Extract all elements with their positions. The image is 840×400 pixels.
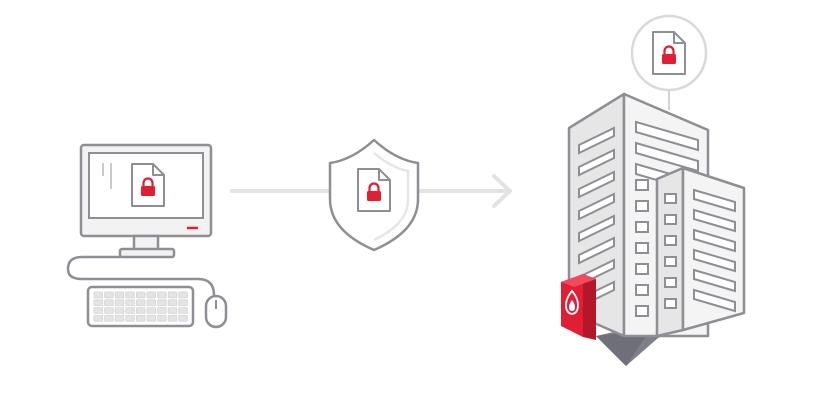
keyboard-key	[178, 291, 188, 299]
keyboard-key	[135, 307, 146, 314]
keyboard-key	[93, 291, 104, 299]
keyboard-key	[104, 307, 114, 314]
keyboard-key	[135, 291, 146, 299]
shield-icon	[328, 138, 420, 252]
building-window	[578, 192, 615, 221]
keyboard-key	[93, 307, 104, 314]
desktop-computer-icon	[66, 143, 228, 329]
building-window	[635, 284, 649, 296]
building-window	[578, 214, 615, 243]
building-window	[664, 298, 677, 309]
keyboard-key	[114, 314, 125, 322]
keyboard-key	[178, 299, 188, 306]
keyboard-key	[104, 299, 114, 306]
building-window	[635, 141, 699, 173]
building-window	[664, 235, 677, 246]
building-window	[635, 221, 649, 233]
front-building	[655, 166, 746, 338]
keyboard-key	[167, 314, 178, 322]
keyboard-key	[157, 314, 167, 322]
locked-file-icon	[130, 162, 166, 208]
keyboard-key	[125, 307, 135, 314]
building-window	[693, 248, 736, 273]
keyboard-key	[167, 299, 178, 306]
mouse-cable	[66, 255, 216, 297]
arrowhead-icon	[492, 174, 512, 208]
keyboard-key	[167, 307, 178, 314]
building-window	[635, 263, 649, 275]
building-window	[578, 148, 615, 177]
keyboard-key	[114, 307, 125, 314]
mouse-icon	[204, 294, 228, 329]
keyboard-key	[146, 307, 157, 314]
keyboard-key	[93, 299, 104, 306]
building-window	[635, 242, 649, 254]
building-window	[664, 256, 677, 267]
building-window	[635, 200, 649, 212]
keyboard-key	[104, 314, 114, 322]
keyboard-key	[93, 314, 104, 322]
building-window	[664, 214, 677, 225]
keyboard-key	[157, 291, 167, 299]
keyboard-key	[178, 314, 188, 322]
building-window	[693, 188, 736, 213]
keyboard-key	[146, 314, 157, 322]
building-window	[578, 236, 615, 265]
building-window	[635, 120, 699, 152]
building-window	[693, 208, 736, 233]
building-window	[664, 193, 677, 204]
building-window	[693, 288, 736, 313]
keyboard-key	[114, 291, 125, 299]
keyboard-key	[125, 314, 135, 322]
building-window	[578, 126, 615, 155]
keyboard-key	[157, 299, 167, 306]
office-building-icon	[561, 14, 746, 366]
building-window	[693, 228, 736, 253]
keyboard-key	[146, 291, 157, 299]
monitor-base	[118, 247, 176, 259]
keyboard-icon	[86, 285, 195, 328]
keyboard-key	[135, 299, 146, 306]
flame-logo-icon	[561, 274, 596, 340]
building-window	[693, 268, 736, 293]
keyboard-key	[157, 307, 167, 314]
locked-file-icon	[356, 167, 392, 213]
keyboard-key	[135, 314, 146, 322]
keyboard-key	[167, 291, 178, 299]
keyboard-key	[125, 299, 135, 306]
building-window	[578, 170, 615, 199]
locked-file-icon	[651, 30, 687, 76]
building-window	[635, 305, 649, 317]
building-window	[635, 179, 649, 191]
keyboard-key	[114, 299, 125, 306]
keyboard-key	[178, 307, 188, 314]
keyboard-key	[104, 291, 114, 299]
keyboard-key	[146, 299, 157, 306]
connector-shield-to-building	[414, 174, 512, 208]
building-window	[664, 277, 677, 288]
keyboard-key	[125, 291, 135, 299]
